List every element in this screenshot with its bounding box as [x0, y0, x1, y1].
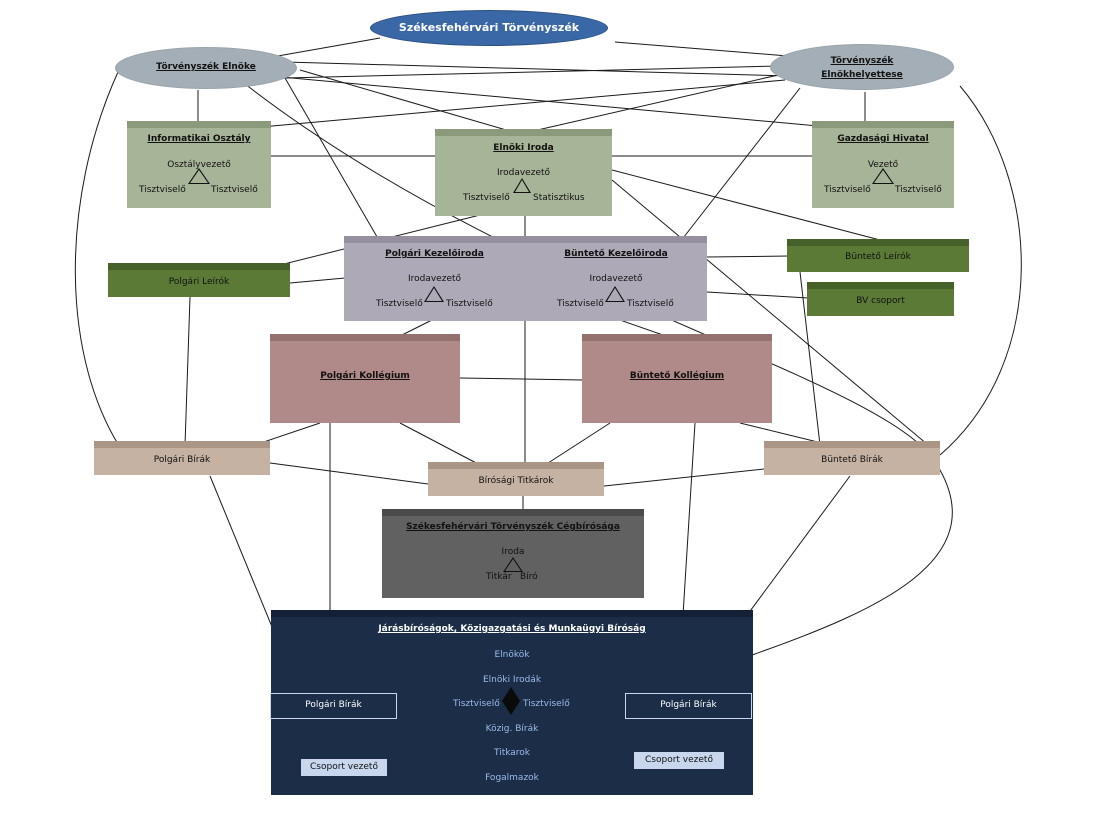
presidential-office-head: Irodavezető	[496, 168, 551, 178]
civil-judges-label: Polgári Bírák	[153, 455, 211, 465]
connector	[706, 291, 809, 299]
court-title: Székesfehérvári Törvényszék	[398, 21, 580, 34]
it-department-right: Tisztviselő	[211, 185, 258, 195]
civil-registry-left: Tisztviselő	[376, 299, 423, 309]
district-civil-judges-right: Polgári Bírák	[625, 693, 752, 719]
district-admin-judges: Közig. Bírák	[485, 724, 539, 734]
finance-office-head: Vezető	[867, 160, 899, 170]
civil-registry-title: Polgári Kezelőiroda	[385, 249, 484, 259]
connector	[459, 377, 583, 381]
connector	[799, 271, 821, 446]
criminal-registry-head: Irodavezető	[589, 274, 643, 284]
presidential-office-left: Tisztviselő	[463, 193, 510, 203]
vice-president-line1: Törvényszék	[830, 56, 894, 66]
connector	[603, 468, 765, 487]
district-officer-left: Tisztviselő	[453, 699, 500, 709]
district-presidents: Elnökök	[494, 650, 530, 660]
it-department-box: Informatikai Osztály Osztályvezető Tiszt…	[127, 121, 271, 208]
criminal-typists-box: Büntető Leírók	[787, 239, 969, 272]
it-department-title: Informatikai Osztály	[147, 134, 251, 144]
vice-president-ellipse: Törvényszék Elnökhelyettese	[770, 44, 954, 90]
civil-registry-head: Irodavezető	[407, 274, 462, 284]
criminal-registry-title: Büntető Kezelőiroda	[564, 249, 668, 259]
district-presidential-offices: Elnöki Irodák	[482, 675, 542, 685]
connector	[269, 462, 429, 485]
connector	[284, 65, 781, 79]
civil-typists-box: Polgári Leírók	[108, 263, 290, 297]
connector	[399, 422, 481, 466]
bv-group-box: BV csoport	[807, 282, 954, 316]
civil-typists-label: Polgári Leírók	[168, 277, 230, 287]
hierarchy-diamond-icon	[502, 687, 520, 701]
connector	[74, 71, 126, 456]
district-group-leader-left-label: Csoport vezető	[310, 762, 378, 772]
criminal-college-title: Büntető Kollégium	[629, 371, 725, 381]
company-court-head: Iroda	[501, 547, 525, 557]
connector	[269, 75, 841, 129]
district-group-leader-right-label: Csoport vezető	[645, 755, 713, 765]
connector	[284, 77, 381, 243]
company-court-box: Székesfehérvári Törvényszék Cégbírósága …	[382, 509, 644, 598]
it-department-head: Osztályvezető	[167, 160, 231, 170]
district-group-leader-left: Csoport vezető	[300, 758, 388, 777]
company-court-title: Székesfehérvári Törvényszék Cégbírósága	[406, 522, 620, 532]
criminal-judges-label: Büntető Bírák	[821, 455, 883, 465]
presidential-office-box: Elnöki Iroda Irodavezető Tisztviselő Sta…	[435, 129, 612, 216]
bv-group-label: BV csoport	[856, 296, 905, 306]
it-department-left: Tisztviselő	[139, 185, 186, 195]
connector	[939, 85, 1022, 456]
district-group-leader-right: Csoport vezető	[633, 751, 725, 770]
district-officer-right: Tisztviselő	[523, 699, 570, 709]
connector	[544, 422, 611, 466]
court-title-ellipse: Székesfehérvári Törvényszék	[370, 10, 608, 46]
civil-college-title: Polgári Kollégium	[320, 371, 410, 381]
connector	[239, 79, 953, 656]
district-secretaries: Titkarok	[493, 748, 531, 758]
connector	[611, 169, 881, 241]
criminal-registry-left: Tisztviselő	[557, 299, 604, 309]
district-civil-judges-right-label: Polgári Bírák	[660, 700, 717, 710]
connector	[249, 79, 786, 129]
connector	[184, 296, 191, 446]
connector	[614, 41, 801, 58]
district-civil-judges-left-label: Polgári Bírák	[305, 700, 362, 710]
court-secretaries-label: Bírósági Titkárok	[478, 476, 554, 486]
finance-office-title: Gazdasági Hivatal	[837, 134, 929, 144]
connector	[299, 69, 521, 135]
criminal-registry-box: Büntető Kezelőiroda Irodavezető Tisztvis…	[525, 236, 707, 321]
connector	[611, 179, 941, 456]
criminal-college-box: Büntető Kollégium	[582, 334, 772, 423]
criminal-typists-label: Büntető Leírók	[845, 252, 911, 262]
court-secretaries-box: Bírósági Titkárok	[428, 462, 604, 496]
vice-president-line2: Elnökhelyettese	[821, 70, 903, 80]
criminal-judges-box: Büntető Bírák	[764, 441, 940, 475]
connector	[706, 255, 791, 258]
connector	[519, 69, 801, 135]
presidential-office-right: Statisztikus	[533, 193, 585, 203]
civil-registry-box: Polgári Kezelőiroda Irodavezető Tisztvis…	[344, 236, 525, 321]
district-courts-title: Járásbíróságok, Közigazgatási és Munkaüg…	[378, 624, 646, 634]
civil-registry-right: Tisztviselő	[446, 299, 493, 309]
connector	[284, 61, 791, 77]
finance-office-right: Tisztviselő	[895, 185, 942, 195]
president-label: Törvényszék Elnöke	[156, 62, 256, 72]
criminal-registry-right: Tisztviselő	[627, 299, 674, 309]
civil-college-box: Polgári Kollégium	[270, 334, 460, 423]
district-civil-judges-left: Polgári Bírák	[270, 693, 397, 719]
president-ellipse: Törvényszék Elnöke	[115, 47, 297, 89]
presidential-office-title: Elnöki Iroda	[493, 143, 554, 153]
company-court-right: Bíró	[520, 572, 538, 582]
finance-office-left: Tisztviselő	[824, 185, 871, 195]
connector	[679, 87, 801, 243]
finance-office-box: Gazdasági Hivatal Vezető Tisztviselő Tis…	[812, 121, 954, 208]
company-court-left: Titkár	[486, 572, 512, 582]
district-clerks: Fogalmazok	[485, 773, 539, 783]
civil-judges-box: Polgári Bírák	[94, 441, 270, 475]
connector	[289, 277, 346, 284]
